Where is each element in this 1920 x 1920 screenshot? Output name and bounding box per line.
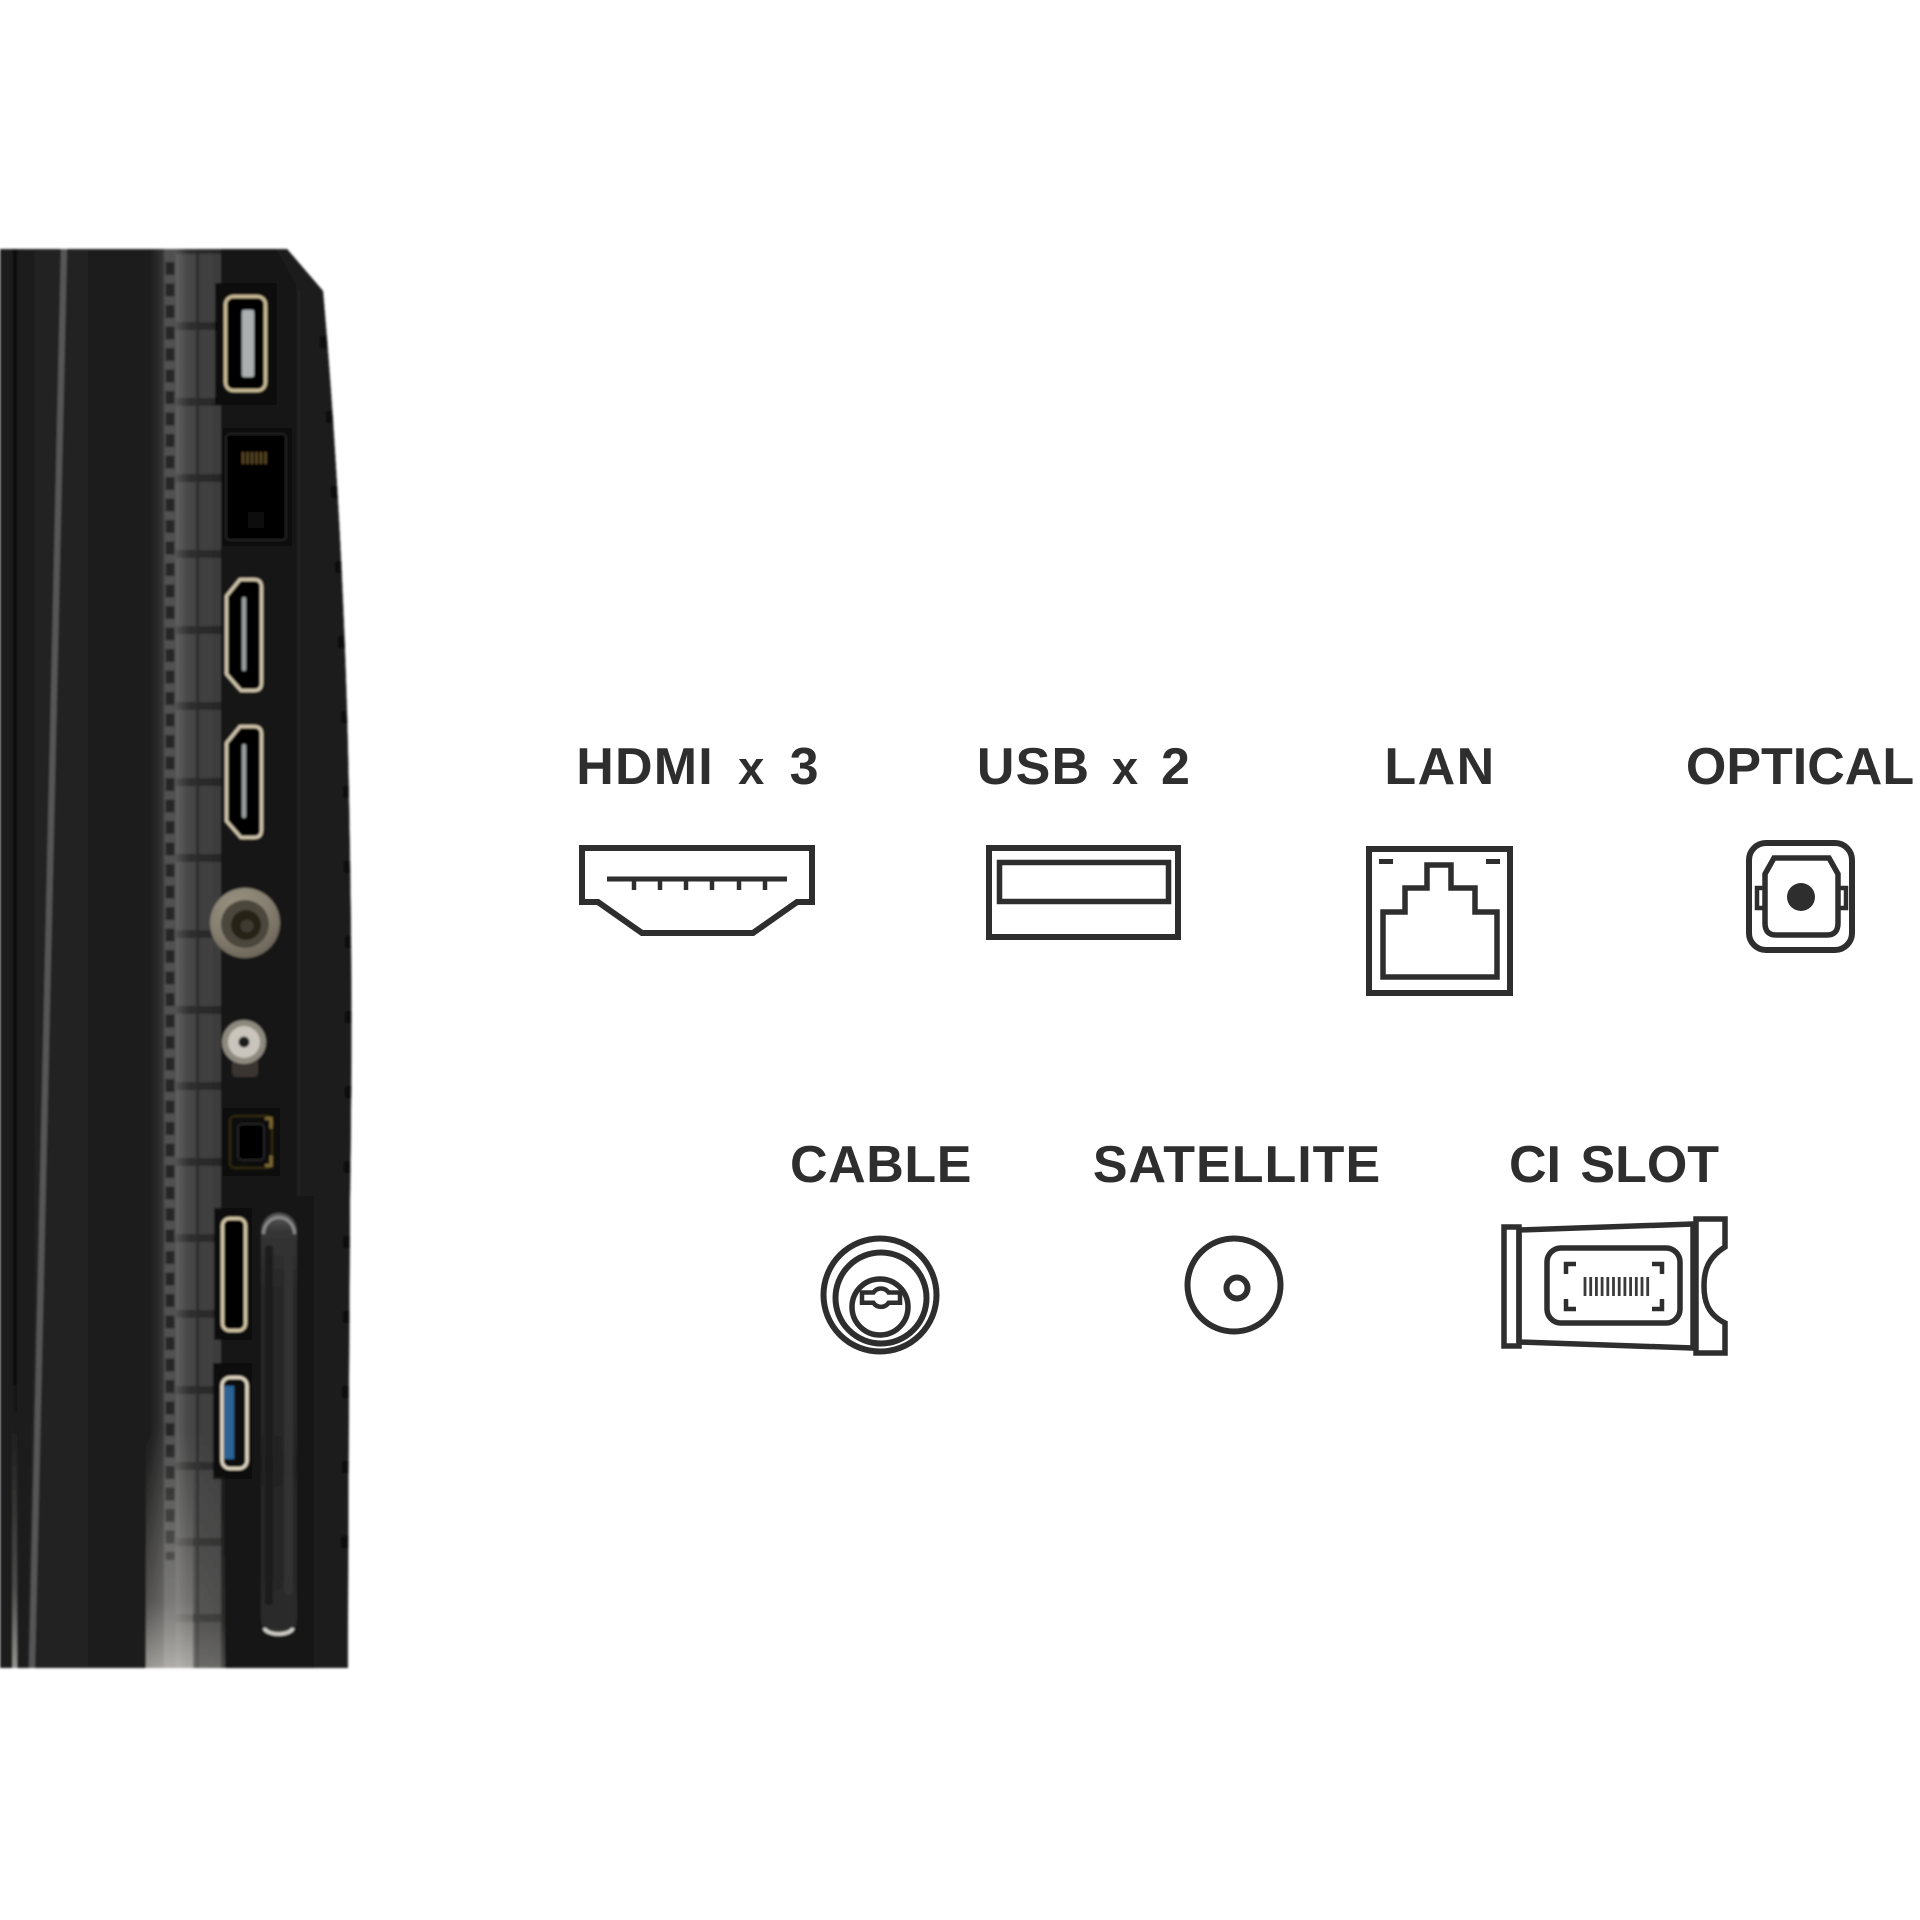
svg-text:OPTICAL: OPTICAL bbox=[1686, 738, 1914, 796]
svg-text:LAN: LAN bbox=[1384, 738, 1495, 796]
svg-text:USB x 2: USB x 2 bbox=[977, 738, 1191, 796]
svg-text:HDMI x 3: HDMI x 3 bbox=[576, 738, 819, 796]
svg-text:CI SLOT: CI SLOT bbox=[1509, 1136, 1719, 1194]
svg-text:CABLE: CABLE bbox=[790, 1136, 972, 1194]
svg-text:SATELLITE: SATELLITE bbox=[1093, 1136, 1381, 1194]
